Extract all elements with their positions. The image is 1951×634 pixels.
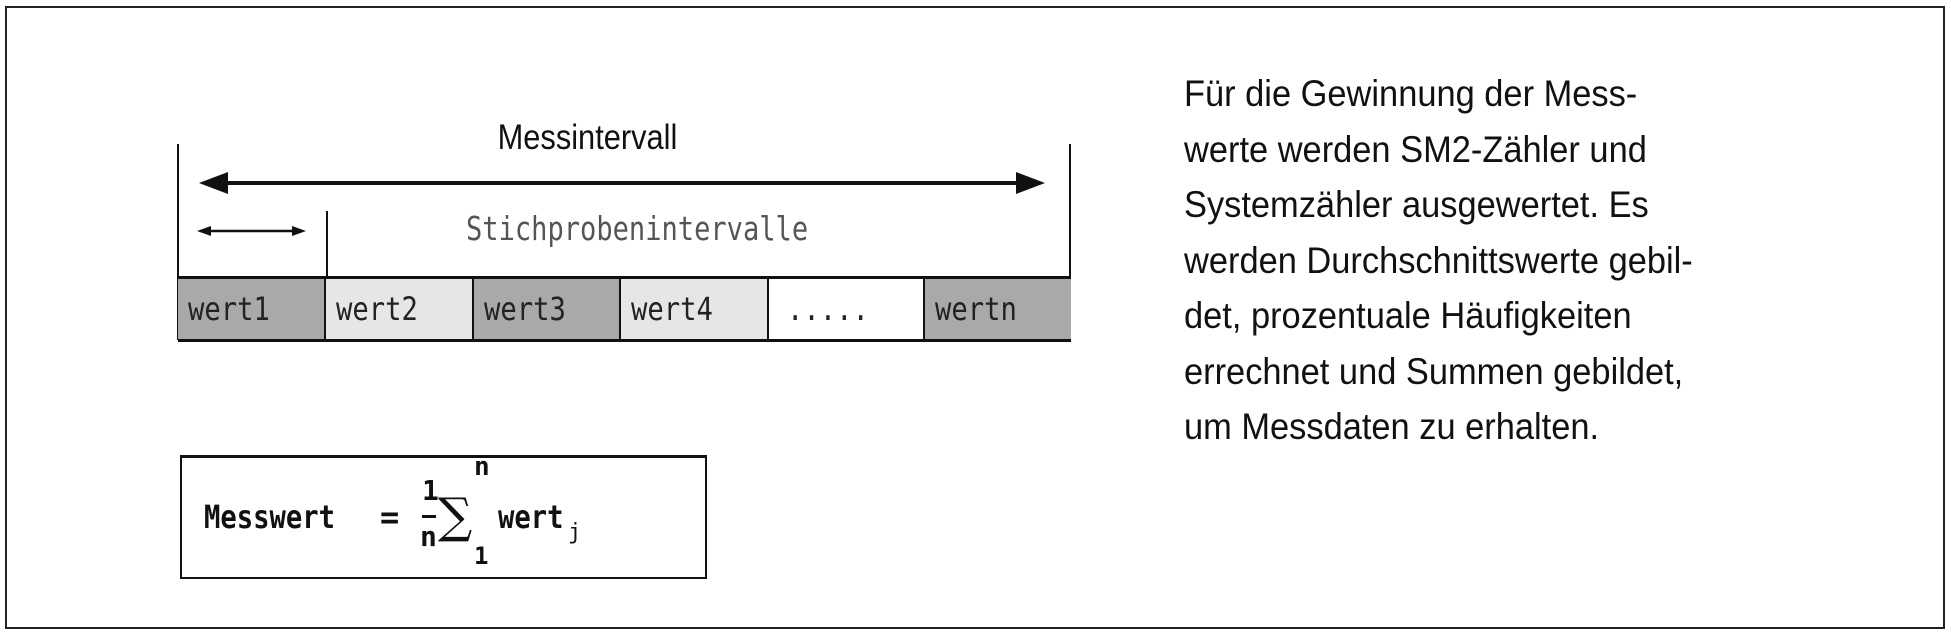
fraction-numerator: 1	[422, 474, 439, 507]
sample-cell: wert4	[621, 279, 770, 339]
sample-interval-divider	[326, 211, 328, 281]
description-line: det, prozentuale Häufigkeiten	[1184, 295, 1632, 336]
description-line: werte werden SM2-Zähler und	[1184, 128, 1647, 170]
fraction-bar	[422, 515, 436, 518]
cell-label: wertn	[935, 290, 1018, 328]
sample-cell: wert1	[178, 279, 326, 339]
description-line: um Messdaten zu erhalten.	[1184, 406, 1600, 447]
measurement-interval-arrow	[199, 172, 1045, 194]
sample-values-row: wert1 wert2 wert3 wert4 ..... wertn	[178, 276, 1071, 342]
interval-left-boundary	[177, 144, 179, 340]
description-line: Systemzähler ausgewertet. Es	[1184, 184, 1649, 225]
description-line: Für die Gewinnung der Mess-	[1184, 73, 1638, 114]
interval-right-boundary	[1069, 144, 1071, 340]
formula-subscript: j	[568, 520, 582, 545]
formula-lhs: Messwert	[204, 498, 336, 536]
cell-label: wert2	[335, 290, 418, 328]
description-line: errechnet und Summen gebildet,	[1184, 350, 1684, 392]
formula-term: wert	[498, 498, 564, 536]
sum-upper-limit: n	[474, 452, 490, 482]
sum-lower-limit: 1	[474, 542, 489, 570]
sample-cell: wert3	[473, 279, 622, 339]
measurement-interval-label: Messintervall	[497, 118, 678, 157]
description-text: Für die Gewinnung der Mess- werte werden…	[1184, 66, 1731, 455]
description-line: werden Durchschnittswerte gebil-	[1184, 239, 1693, 281]
figure-frame	[5, 6, 1945, 629]
formula-box: Messwert = 1 n ∑ n 1 wert j	[180, 452, 707, 579]
sample-cell: wertn	[925, 279, 1071, 339]
cell-label: wert3	[483, 290, 566, 328]
cell-label: wert1	[188, 290, 270, 328]
fraction-denominator: n	[420, 520, 437, 553]
sample-cell: wert2	[325, 279, 474, 339]
sample-intervals-label: Stichprobenintervalle	[466, 209, 809, 248]
sample-cell-ellipsis: .....	[769, 279, 926, 339]
sum-symbol: ∑	[438, 488, 473, 544]
sample-interval-arrow	[197, 226, 306, 236]
cell-label: .....	[787, 290, 870, 328]
cell-label: wert4	[631, 290, 714, 328]
formula-equals: =	[380, 498, 400, 536]
